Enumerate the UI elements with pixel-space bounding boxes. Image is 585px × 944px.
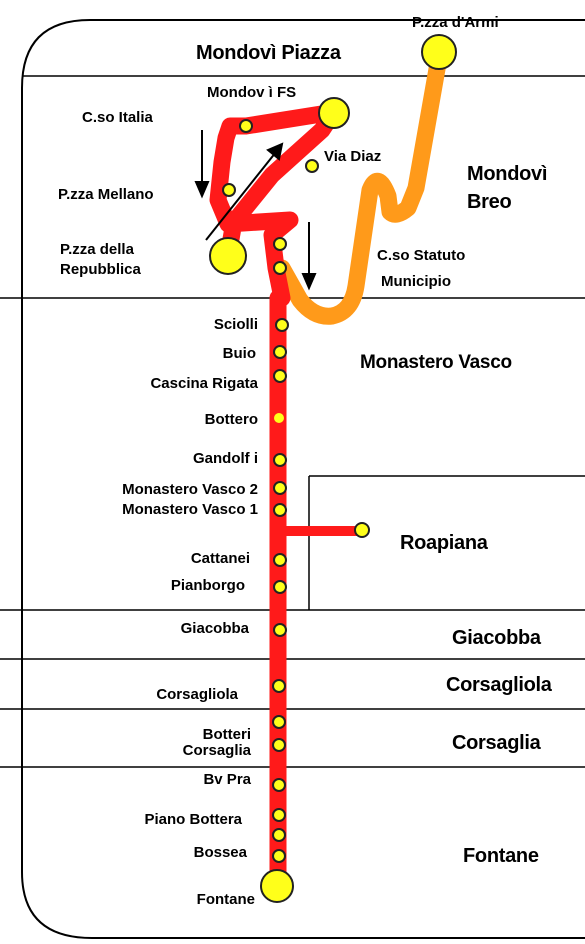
stop-label-municipio: Municipio (381, 273, 451, 290)
stop-marker-corsaglia (272, 738, 286, 752)
stop-label-pzza-repubblica: P.zza della Repubblica (60, 241, 141, 278)
arrow-down-left-head (194, 181, 210, 199)
stop-label-cso-statuto: C.so Statuto (377, 247, 466, 264)
stop-label-bv-pra: Bv Pra (203, 771, 251, 788)
zone-monastero-vasco: Monastero Vasco (360, 352, 512, 373)
stop-label-monastero-vasco-1: Monastero Vasco 1 (122, 501, 258, 518)
zone-mondovi-breo: Mondovì Breo (467, 163, 548, 213)
stop-label-giacobba: Giacobba (180, 620, 249, 637)
stop-marker-botteri (272, 715, 286, 729)
stop-marker-bottero (274, 413, 284, 423)
map-frame (21, 19, 585, 939)
stop-marker-bv-pra (272, 778, 286, 792)
orange-line (273, 43, 449, 325)
stop-label-pzza-mellano: P.zza Mellano (58, 186, 154, 203)
red-line-loop (209, 103, 343, 307)
zone-giacobba: Giacobba (452, 627, 541, 649)
stop-marker-cattanei (273, 553, 287, 567)
stop-marker-buio (273, 345, 287, 359)
stop-marker-monastero-vasco-1 (273, 503, 287, 517)
stop-markers (222, 119, 370, 863)
stop-label-fontane: Fontane (196, 891, 255, 908)
arrow-diagonal (205, 151, 277, 241)
arrow-down-right-head (301, 273, 317, 291)
stop-label-cattanei: Cattanei (190, 550, 250, 567)
zone-fontane: Fontane (463, 845, 539, 867)
terminal-stops (209, 34, 457, 903)
stop-label-cascina-rigata: Cascina Rigata (150, 375, 258, 392)
stop-marker-municipio (273, 261, 287, 275)
stop-marker-cso-statuto (273, 237, 287, 251)
stop-label-corsagliola: Corsagliola (156, 686, 238, 703)
stop-marker-fontane (260, 869, 294, 903)
stop-marker-pzza-armi (421, 34, 457, 70)
stop-marker-via-diaz (305, 159, 319, 173)
stop-marker-giacobba (273, 623, 287, 637)
stop-marker-piano-bottera-a (272, 808, 286, 822)
stop-label-botteri-corsaglia: Botteri Corsaglia (182, 726, 251, 759)
stop-marker-monastero-vasco-2 (273, 481, 287, 495)
stop-marker-pzza-mellano (222, 183, 236, 197)
stop-label-piano-bottera: Piano Bottera (144, 811, 242, 828)
stop-marker-cascina-rigata (273, 369, 287, 383)
stop-label-monastero-vasco-2: Monastero Vasco 2 (122, 481, 258, 498)
stop-label-via-diaz: Via Diaz (324, 148, 382, 165)
stop-label-sciolli: Sciolli (213, 316, 258, 333)
stop-label-mondovi-fs: Mondov ì FS (207, 84, 297, 101)
zone-mondovi-piazza: Mondovì Piazza (196, 42, 341, 64)
stop-label-bossea: Bossea (193, 844, 247, 861)
direction-arrows (194, 130, 317, 291)
stop-marker-sciolli (275, 318, 289, 332)
stop-label-pianborgo: Pianborgo (170, 577, 245, 594)
stop-label-bottero: Bottero (204, 411, 258, 428)
zone-roapiana: Roapiana (400, 532, 488, 554)
stop-marker-corsagliola (272, 679, 286, 693)
stop-label-buio: Buio (222, 345, 256, 362)
stop-label-gandolfi: Gandolf i (193, 450, 258, 467)
stop-marker-bossea (272, 849, 286, 863)
stop-marker-gandolfi (273, 453, 287, 467)
stop-marker-pianborgo (273, 580, 287, 594)
stop-marker-roapiana (354, 522, 370, 538)
stop-marker-cso-italia (239, 119, 253, 133)
zone-corsaglia: Corsaglia (452, 732, 541, 754)
stop-label-cso-italia: C.so Italia (82, 109, 153, 126)
stop-marker-piano-bottera-b (272, 828, 286, 842)
stop-marker-pzza-repubblica (209, 237, 247, 275)
stop-label-pzza-armi: P.zza d'Armi (412, 14, 499, 31)
stop-marker-mondovi-fs (318, 97, 350, 129)
arrow-diagonal-head (266, 142, 284, 161)
zone-corsagliola: Corsagliola (446, 674, 552, 696)
